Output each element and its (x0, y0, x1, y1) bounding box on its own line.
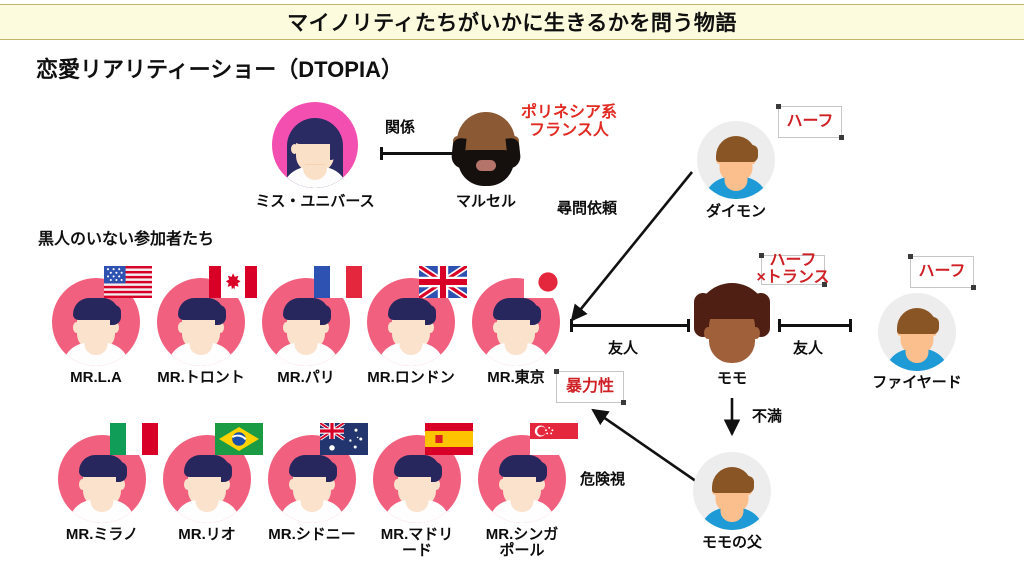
mr-rio-avatar (163, 423, 263, 523)
tag-daimon-half: ハーフ (786, 112, 834, 130)
es-flag-icon (425, 423, 473, 455)
gb-flag-icon (419, 266, 467, 298)
jp-flag-icon (524, 266, 572, 298)
mr-tokyo-label: MR.東京 (487, 369, 545, 386)
arrow-daimon-to-tokyo (570, 171, 694, 322)
character-momo[interactable]: モモ (692, 283, 772, 386)
marcel-ethnicity-note: ポリネシア系 フランス人 (521, 104, 618, 139)
mr-milano-label: MR.ミラノ (65, 526, 139, 543)
arrow-momo-to-father (723, 398, 741, 437)
connector-momo-fireyard (778, 319, 852, 332)
tag-box-momo-half-trans[interactable]: ハーフ ×トランス (756, 252, 830, 287)
fr-flag-icon (314, 266, 362, 298)
arrow-father-to-violence (591, 408, 704, 488)
fireyard-name: ファイヤード (872, 374, 962, 391)
participant-mr-rio[interactable]: MR.リオ (163, 423, 263, 542)
relation-label-kikenshi: 危険視 (580, 471, 626, 488)
sg-flag-icon (530, 423, 578, 455)
mr-toronto-label: MR.トロント (157, 369, 245, 386)
tag-box-violence[interactable]: 暴力性 (554, 369, 626, 405)
relation-label-jinmon-irai: 尋問依頼 (557, 200, 618, 217)
mr-singapore-label: MR.シンガポール (485, 526, 559, 559)
subtitle: 恋愛リアリティーショー（DTOPIA） (36, 57, 403, 82)
participants-section-label: 黒人のいない参加者たち (38, 231, 215, 248)
momo-avatar (692, 283, 772, 367)
momo-father-name: モモの父 (701, 534, 763, 551)
fireyard-avatar (878, 293, 956, 371)
relation-label-kankei: 関係 (385, 119, 416, 136)
participant-mr-madrid[interactable]: MR.マドリード (373, 423, 473, 558)
participant-mr-sydney[interactable]: MR.シドニー (268, 423, 368, 542)
participant-mr-singapore[interactable]: MR.シンガポール (478, 423, 578, 558)
miss-universe-name: ミス・ユニバース (255, 193, 375, 210)
character-daimon[interactable]: ダイモン (697, 121, 775, 219)
connector-tokyo-momo (570, 319, 690, 332)
marcel-avatar (450, 110, 522, 188)
mr-milano-avatar (58, 423, 158, 523)
momo-father-avatar (693, 452, 771, 530)
daimon-avatar (697, 121, 775, 199)
mr-sydney-avatar (268, 423, 368, 523)
relation-label-yuujin-right: 友人 (793, 340, 824, 357)
mr-singapore-avatar (478, 423, 578, 523)
momo-name: モモ (716, 370, 748, 387)
daimon-name: ダイモン (705, 203, 767, 220)
participant-mr-toronto[interactable]: MR.トロント (157, 266, 257, 385)
tag-momo-half-trans: ハーフ ×トランス (756, 252, 830, 286)
participant-mr-tokyo[interactable]: MR.東京 (472, 266, 572, 385)
mr-la-label: MR.L.A (70, 369, 122, 386)
relation-label-yuujin-left: 友人 (608, 340, 639, 357)
mr-madrid-avatar (373, 423, 473, 523)
mr-rio-label: MR.リオ (178, 526, 236, 543)
tag-box-daimon-half[interactable]: ハーフ (776, 104, 844, 140)
participant-mr-paris[interactable]: MR.パリ (262, 266, 362, 385)
mr-la-avatar (52, 266, 152, 366)
mr-tokyo-avatar (472, 266, 572, 366)
miss-universe-avatar (272, 102, 358, 188)
character-momo-father[interactable]: モモの父 (693, 452, 771, 550)
ca-flag-icon (209, 266, 257, 298)
tag-box-fireyard-half[interactable]: ハーフ (908, 254, 976, 290)
au-flag-icon (320, 423, 368, 455)
participant-mr-milano[interactable]: MR.ミラノ (58, 423, 158, 542)
tag-fireyard-half: ハーフ (918, 262, 966, 280)
participant-mr-london[interactable]: MR.ロンドン (367, 266, 467, 385)
character-fireyard[interactable]: ファイヤード (872, 293, 962, 390)
us-flag-icon (104, 266, 152, 298)
mr-toronto-avatar (157, 266, 257, 366)
relation-label-fuman: 不満 (752, 408, 783, 425)
mr-paris-avatar (262, 266, 362, 366)
marcel-name: マルセル (455, 193, 517, 210)
it-flag-icon (110, 423, 158, 455)
character-marcel[interactable]: マルセル (450, 110, 522, 209)
tag-violence: 暴力性 (565, 377, 614, 395)
participant-mr-la[interactable]: MR.L.A (52, 266, 152, 385)
mr-london-label: MR.ロンドン (367, 369, 455, 386)
page-title: マイノリティたちがいかに生きるかを問う物語 (287, 12, 737, 35)
header-banner: マイノリティたちがいかに生きるかを問う物語 (0, 4, 1024, 40)
mr-madrid-label: MR.マドリード (380, 526, 454, 559)
br-flag-icon (215, 423, 263, 455)
connector-miss-marcel (380, 147, 456, 160)
mr-sydney-label: MR.シドニー (268, 526, 356, 543)
mr-paris-label: MR.パリ (277, 369, 335, 386)
mr-london-avatar (367, 266, 467, 366)
character-miss-universe[interactable]: ミス・ユニバース (255, 102, 375, 209)
